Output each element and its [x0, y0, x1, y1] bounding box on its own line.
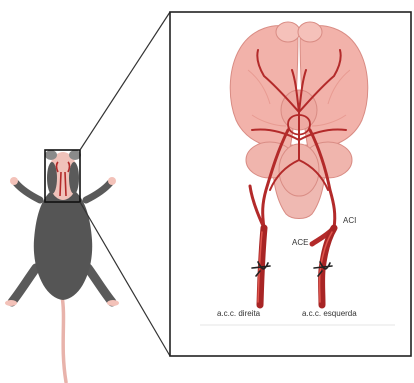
- mouse-hind-foot-left: [5, 300, 17, 306]
- mouse-arm-left: [16, 183, 40, 200]
- zoom-line-top: [80, 12, 170, 150]
- mouse-illustration: [5, 150, 119, 382]
- mouse-ear-left: [45, 150, 57, 160]
- mouse-arm-right: [86, 183, 110, 200]
- mouse-hind-leg-left: [12, 268, 36, 302]
- label-aci: ACI: [343, 216, 356, 225]
- mouse-paw-right: [108, 177, 116, 185]
- mouse-head-fur-right: [69, 162, 79, 194]
- label-acc-left: a.c.c. esquerda: [302, 309, 357, 318]
- mouse-hind-foot-right: [107, 300, 119, 306]
- mouse-paw-left: [10, 177, 18, 185]
- mouse-head-fur-left: [47, 162, 57, 194]
- olfactory-bulb-left: [276, 22, 300, 42]
- olfactory-bulb-right: [298, 22, 322, 42]
- mouse-tail: [62, 296, 66, 382]
- mouse-body: [34, 186, 92, 300]
- label-acc-right: a.c.c. direita: [217, 309, 261, 318]
- label-ace: ACE: [292, 238, 308, 247]
- mouse-ear-right: [69, 150, 81, 160]
- mouse-hind-leg-right: [88, 268, 112, 302]
